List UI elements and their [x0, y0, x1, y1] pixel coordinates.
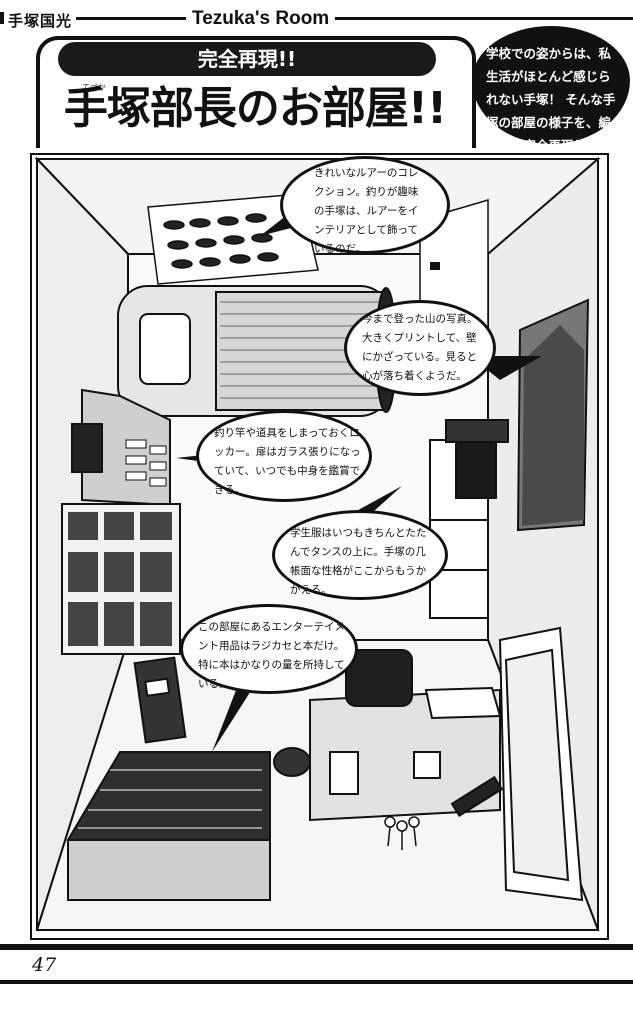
room-illustration-frame	[30, 153, 609, 940]
mountain-photo	[516, 298, 590, 532]
page-title: 手塚部長のお部屋!!	[63, 83, 447, 134]
callout-locker-text: 釣り竿や道具をしまっておくロッカー。扉はガラス張りになっていて、いつでも中身を鑑…	[214, 427, 361, 496]
callout-books	[180, 604, 358, 694]
low-table	[309, 649, 502, 822]
callout-uniform	[272, 510, 448, 600]
callout-books-text: この部屋にあるエンターテイメント用品はラジカセと本だけ。特に本はかなりの量を所持…	[198, 621, 345, 690]
callout-uniform-text: 学生服はいつもきちんとたたんでタンスの上に。手塚の几帳面な性格がここからもうかが…	[290, 527, 427, 596]
callout-photo-text: 今まで登った山の写真。大きくプリントして、壁にかざっている。見ると心が落ち着くよ…	[362, 313, 478, 382]
footer-rule-top	[0, 944, 633, 950]
section-title: Tezuka's Room	[186, 8, 336, 30]
title-kicker: 完全再現!!	[58, 42, 436, 76]
callout-lures-text: きれいなルアーのコレクション。釣りが趣味の手塚は、ルアーをインテリアとして飾って…	[314, 167, 419, 255]
dresser	[429, 419, 509, 619]
lure-board	[147, 193, 319, 285]
callout-locker	[196, 410, 372, 502]
rod-locker	[71, 388, 171, 507]
title-ruby-te: てづか	[82, 83, 106, 92]
footer-rule-bottom	[0, 980, 633, 984]
keys-icon	[384, 816, 420, 850]
intro-blob	[472, 26, 630, 144]
door-knob-icon	[430, 262, 440, 270]
series-label: 手塚国光	[4, 10, 77, 31]
bookshelf	[61, 503, 181, 655]
callout-lures	[280, 156, 450, 254]
callout-photo	[344, 300, 496, 396]
page-number: 47	[32, 954, 57, 976]
book-crate	[66, 747, 311, 901]
intro-text: 学校での姿からは、私生活がほとんど感じられない手塚！ そんな手塚の部屋の様子を、…	[486, 46, 616, 153]
window	[450, 626, 584, 902]
radio-cassette	[133, 656, 187, 744]
